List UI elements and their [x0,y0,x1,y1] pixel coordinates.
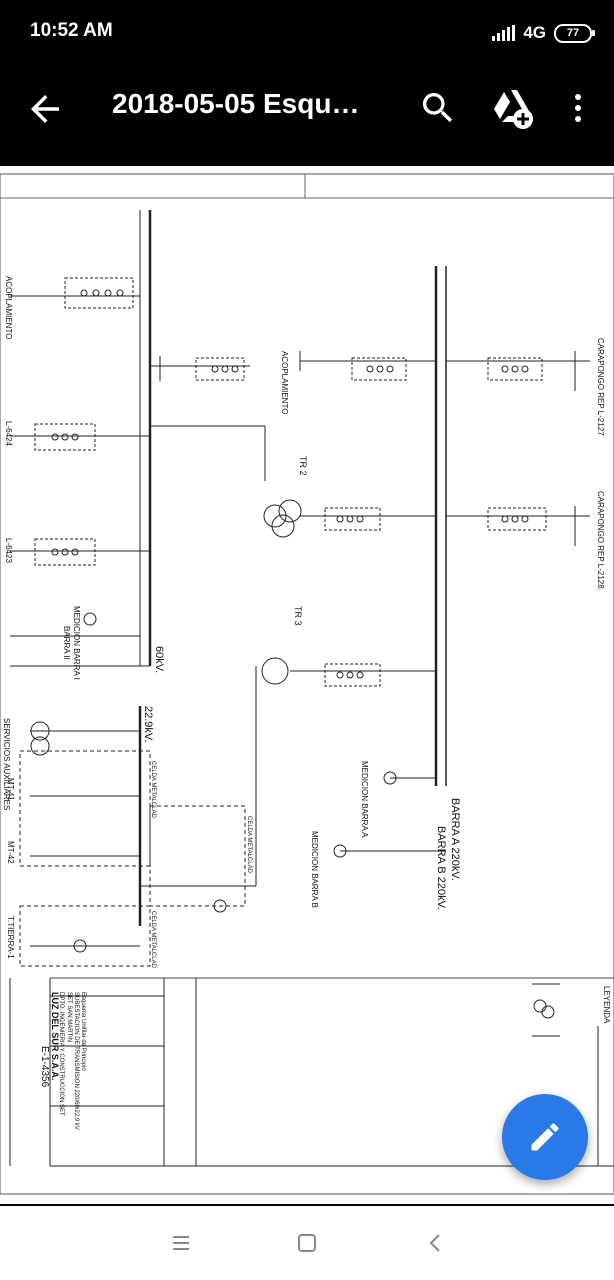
title-project: SET SAN MARTIN [66,992,72,1042]
label-barra-b-220kv: BARRA B 220kV. [435,826,447,910]
title-drawing-name: Esquema Unifilar de Principio [80,992,86,1071]
system-nav-bar [0,1206,614,1280]
home-button[interactable] [292,1228,322,1258]
label-barra-ii: BARRA II [62,626,71,660]
search-button[interactable] [418,88,458,128]
title-subtitle: SUBESTACION DE TRANSMISION 220/60/22.9 k… [73,992,79,1130]
status-indicators: 4G 77 [492,20,595,46]
home-square-icon [298,1234,316,1252]
title-drawing-number: E-1-4356 [39,1046,50,1088]
label-mt42: MT-42 [6,841,15,864]
label-servicios-auxiliares: SERVICIOS AUXILIARES [2,718,11,810]
single-line-diagram: ACOPLAMIENTO L-6424 L-6423 MEDICION BARR… [0,173,614,1195]
label-medicion-barra-i: MEDICION BARRA I [72,606,81,680]
battery-icon: 77 [554,23,595,43]
label-acoplamiento-left: ACOPLAMIENTO [4,276,13,339]
label-acoplamiento-mid: ACOPLAMIENTO [280,351,289,414]
edit-fab-button[interactable] [502,1094,588,1180]
label-tierra: T.TIERRA-1 [6,916,15,959]
search-icon [422,93,453,123]
label-l6423: L-6423 [4,538,13,563]
signal-icon [492,25,516,41]
recents-menu-icon [173,1236,189,1250]
label-22-9kv: 22.9kV. [142,706,154,742]
recents-button[interactable] [166,1228,196,1258]
label-barra-a-220kv: BARRA A 220kV. [449,798,461,881]
more-options-button[interactable] [566,88,590,128]
network-type: 4G [523,23,546,42]
status-bar: 10:52 AM 4G 77 [0,0,614,66]
nav-back-button[interactable] [420,1228,450,1258]
document-title: 2018-05-05 Esqu… [112,88,360,119]
more-vert-icon [575,94,581,122]
label-l6424: L-6424 [4,421,13,446]
title-company: LUZ DEL SUR S.A.A. [50,992,60,1080]
add-to-drive-button[interactable] [490,86,536,130]
battery-level: 77 [566,27,580,39]
label-leyenda: LEYENDA [602,986,611,1024]
label-celda-metalclad-3: CELDA METALCLAD [150,911,156,969]
label-60kv: 60kV. [153,646,165,673]
add-to-drive-icon [494,90,533,129]
app-bar: 2018-05-05 Esqu… [0,66,614,166]
nav-back-icon [429,1234,440,1252]
title-department: DPTO. INGENIERIA Y CONSTRUCCION SET [58,992,64,1116]
label-celda-metalclad-2: CELDA METALCLAD [246,816,252,874]
label-mt41: MT-41 [6,778,15,801]
status-time: 10:52 AM [30,20,113,41]
label-carapongo-l2128: CARAPONGO REP L-2128 [596,491,605,589]
back-button[interactable] [24,88,66,130]
label-medicion-barra-b: MEDICION BARRA B [310,831,319,908]
arrow-back-icon [31,95,59,123]
label-medicion-barra-a: MEDICION BARRA A [360,761,369,838]
label-tr2: TR 2 [298,456,308,476]
document-viewer[interactable]: ACOPLAMIENTO L-6424 L-6423 MEDICION BARR… [0,166,614,1204]
label-celda-metalclad-1: CELDA METALCLAD [150,761,156,819]
label-tr3: TR 3 [293,606,303,626]
pencil-edit-icon [531,1123,559,1151]
label-carapongo-l2127: CARAPONGO REP L-2127 [596,338,605,436]
